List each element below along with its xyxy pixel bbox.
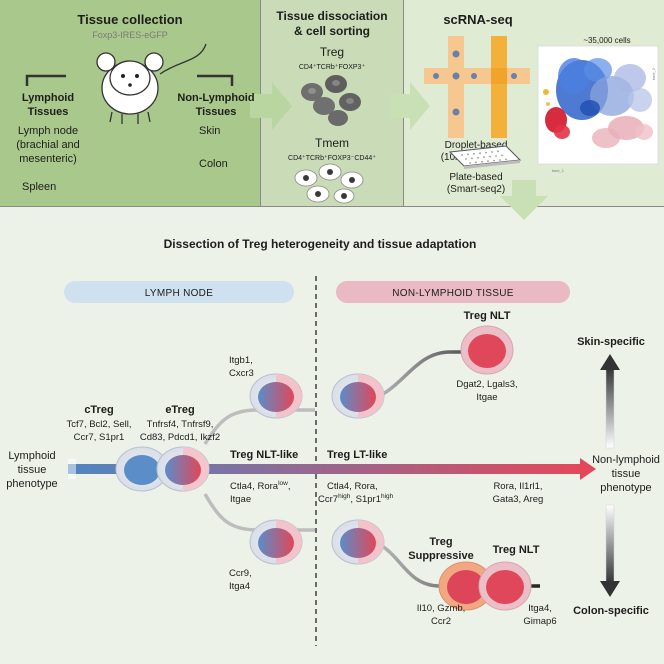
droplet-label-1: Droplet-based: [445, 140, 508, 151]
etreg-name: eTreg: [165, 404, 194, 416]
dissociation-title-2: & cell sorting: [294, 24, 370, 38]
lymphoid-heading-2: Tissues: [28, 106, 69, 118]
tsne-scatter: [543, 58, 653, 148]
treg-nlt-like-genes-1: Ctla4, Roralow,: [230, 480, 290, 492]
dissociation-title-1: Tissue dissociation: [276, 9, 387, 23]
etreg-cell: [156, 446, 210, 492]
tissue-title: Tissue collection: [77, 12, 182, 27]
left-axis-label-1: Lymphoid: [8, 450, 55, 462]
treg-nlt-like-genes-2: Itgae: [230, 494, 251, 505]
ctreg-genes-1: Tcf7, Bcl2, Sell,: [67, 419, 132, 430]
skin-item: Skin: [199, 125, 220, 137]
upper-branch-genes-1: Itgb1,: [229, 355, 253, 366]
arrow-right-1-icon: [250, 82, 292, 130]
treg-nlt-colon-name: Treg NLT: [493, 544, 540, 556]
lymph-node-label: LYMPH NODE: [145, 288, 213, 299]
arrow-right-2-icon: [390, 82, 430, 130]
dissection-title: Dissection of Treg heterogeneity and tis…: [164, 237, 477, 251]
treg-lt-like-genes-2: Ccr7high, S1pr1high: [318, 493, 394, 505]
treg-nlt-skin-genes-2: Itgae: [476, 392, 497, 403]
treg-suppressive-name-2: Suppressive: [408, 550, 473, 562]
plate-label-1: Plate-based: [449, 172, 502, 183]
tmem-label: Tmem: [315, 136, 349, 150]
colon-axis-bar: [605, 504, 615, 584]
tsne-y-label: tsne_2: [651, 67, 656, 80]
arrow-down-icon: [500, 180, 548, 220]
treg-lt-like-genes-1: Ctla4, Rora,: [327, 481, 378, 492]
treg-nlt-skin-cell: [460, 325, 514, 375]
treg-nlt-colon-cell: [478, 561, 532, 611]
etreg-genes-1: Tnfrsf4, Tnfrsf9,: [147, 419, 214, 430]
ctreg-cell: [115, 446, 169, 492]
cell-count: ~35,000 cells: [583, 36, 630, 45]
colon-specific-label: Colon-specific: [573, 605, 649, 617]
lymphoid-bracket: [25, 74, 66, 86]
middle-right-genes-1: Rora, Il1rl1,: [493, 481, 542, 492]
treg-lt-like-name: Treg LT-like: [327, 449, 387, 461]
left-axis-label-2: tissue: [18, 464, 47, 476]
left-axis-label-3: phenotype: [6, 478, 57, 490]
treg-suppressive-genes-1: Il10, Gzmb,: [417, 603, 466, 614]
scrna-title: scRNA-seq: [443, 12, 512, 27]
middle-right-genes-2: Gata3, Areg: [493, 494, 544, 505]
right-axis-label-1: Non-lymphoid: [592, 454, 660, 466]
upper-branch-cell: [249, 373, 303, 419]
lymph-node-detail-1: (brachial and: [16, 139, 80, 151]
colon-item: Colon: [199, 158, 228, 170]
lymphoid-heading-1: Lymphoid: [22, 92, 74, 104]
lymph-node-item: Lymph node: [18, 125, 78, 137]
ctreg-name: cTreg: [84, 404, 113, 416]
skin-axis-bar: [605, 367, 615, 449]
treg-nlt-skin-name: Treg NLT: [464, 310, 511, 322]
spleen-item: Spleen: [22, 181, 56, 193]
lower-branch-genes-2: Itga4: [229, 581, 250, 592]
main-axis-bar: [68, 464, 582, 474]
treg-label: Treg: [320, 45, 344, 59]
nonlymphoid-pill: [336, 281, 570, 303]
treg-nlt-colon-genes-2: Gimap6: [523, 616, 556, 627]
skin-axis-arrowhead-icon: [600, 354, 620, 370]
plate-label-2: (Smart-seq2): [447, 184, 505, 195]
treg-nlt-like-name: Treg NLT-like: [230, 449, 298, 461]
skin-specific-label: Skin-specific: [577, 336, 645, 348]
droplet-chip-icon: [424, 36, 530, 138]
mouse-icon: [96, 43, 207, 124]
tmem-markers: CD4⁺TCRb⁺FOXP3⁻CD44⁺: [288, 154, 376, 162]
treg-suppressive-genes-2: Ccr2: [431, 616, 451, 627]
tmem-cells-icon: [294, 163, 364, 204]
nonlymphoid-heading-1: Non-Lymphoid: [177, 92, 254, 104]
lower-branch-cell: [249, 519, 303, 565]
treg-suppressive-name-1: Treg: [429, 536, 452, 548]
right-axis-label-2: tissue: [612, 468, 641, 480]
well-plate-icon: [448, 145, 522, 169]
main-axis-arrowhead-icon: [580, 458, 596, 480]
ctreg-genes-2: Ccr7, S1pr1: [74, 432, 125, 443]
mouse-strain: Foxp3-IRES-eGFP: [92, 30, 168, 40]
nonlymphoid-bracket: [197, 74, 234, 86]
upper-branch-genes-2: Cxcr3: [229, 368, 254, 379]
lower-branch-genes-1: Ccr9,: [229, 568, 252, 579]
treg-cells-icon: [301, 75, 361, 126]
nonlymphoid-label: NON-LYMPHOID TISSUE: [392, 288, 513, 299]
nonlymphoid-heading-2: Tissues: [196, 106, 237, 118]
treg-markers: CD4⁺TCRb⁺FOXP3⁺: [299, 63, 366, 71]
right-axis-label-3: phenotype: [600, 482, 651, 494]
upper-right-cell: [331, 373, 385, 419]
colon-axis-arrowhead-icon: [600, 581, 620, 597]
treg-nlt-colon-genes-1: Itga4,: [528, 603, 552, 614]
treg-nlt-skin-genes-1: Dgat2, Lgals3,: [456, 379, 517, 390]
lower-right-cell: [331, 519, 385, 565]
tsne-x-label: tsne_1: [552, 168, 565, 173]
lymph-node-detail-2: mesenteric): [19, 153, 76, 165]
lymph-node-pill: [64, 281, 294, 303]
etreg-genes-2: Cd83, Pdcd1, Ikzf2: [140, 432, 220, 443]
